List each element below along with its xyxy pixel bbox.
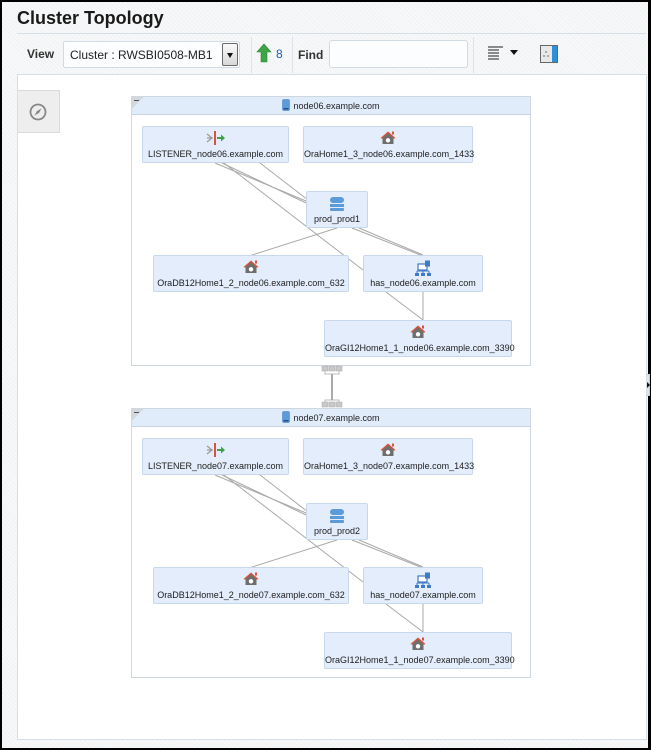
association-line-database-has [351,539,424,569]
target-label: OraHome1_3_node06.example.com_1433 [304,149,475,159]
association-line-database-has [358,539,424,568]
association-line-has-oragi [385,291,424,321]
layout-menu-icon [488,46,518,60]
association-line-listener-database [259,162,309,201]
target-node-oragi[interactable]: OraGI12Home1_1_node07.example.com_3390 [324,632,515,669]
compass-icon [29,103,47,121]
target-label: has_node06.example.com [370,278,476,288]
target-node-has[interactable]: has_node06.example.com [363,255,483,292]
association-line-listener-database [221,474,307,516]
oracle-home-icon [304,131,472,146]
listener-icon [143,131,288,146]
database-icon [307,508,367,523]
association-line-database-has [358,227,424,256]
target-label: has_node07.example.com [370,590,476,600]
target-label: OraDB12Home1_2_node06.example.com_632 [157,278,345,288]
overview-button[interactable] [18,90,60,133]
database-icon [307,196,367,211]
oracle-home-icon [154,572,348,587]
target-label: OraDB12Home1_2_node07.example.com_632 [157,590,345,600]
listener-icon [143,443,288,458]
oracle-home-icon [154,260,348,275]
view-select-value: Cluster : RWSBI0508-MB1 [70,48,213,62]
host-group-header: node06.example.com [132,97,530,115]
target-label: OraGI12Home1_1_node07.example.com_3390 [325,655,515,665]
target-label: prod_prod2 [313,526,361,536]
interconnect-switch-icon [321,365,343,408]
association-line-database-oradb [248,227,338,257]
target-node-database[interactable]: prod_prod2 [306,503,368,540]
host-group-header: node07.example.com [132,409,530,427]
collapse-group-button[interactable] [132,97,144,109]
target-node-orahome[interactable]: OraHome1_3_node06.example.com_1433 [303,126,475,163]
toolbar-divider [251,37,252,73]
association-line-listener-database [214,162,307,202]
up-level-count: 8 [276,47,283,61]
target-node-oradb[interactable]: OraDB12Home1_2_node06.example.com_632 [153,255,349,292]
target-node-oradb[interactable]: OraDB12Home1_2_node07.example.com_632 [153,567,349,604]
oracle-home-icon [304,443,472,458]
association-line-listener-database [259,474,309,513]
export-button[interactable] [540,45,558,63]
up-arrow-icon [256,43,272,63]
server-icon [282,99,291,111]
go-up-button[interactable]: 8 [256,43,290,65]
association-line-database-oradb [248,539,338,569]
association-line-database-has [351,227,424,257]
target-label: prod_prod1 [313,214,361,224]
page-title: Cluster Topology [17,8,164,28]
oracle-home-icon [325,325,511,340]
association-line-has-oragi [385,603,424,633]
target-label: LISTENER_node07.example.com [147,461,284,471]
toolbar: View Cluster : RWSBI0508-MB1 8 Find [2,36,648,74]
association-line-listener-database [221,162,307,204]
target-node-listener[interactable]: LISTENER_node06.example.com [142,126,289,163]
network-hierarchy-icon [364,260,482,276]
cluster-interconnect[interactable] [320,365,344,409]
toolbar-divider [292,37,293,73]
toolbar-divider [473,37,474,73]
find-input[interactable] [329,40,468,68]
target-node-database[interactable]: prod_prod1 [306,191,368,228]
target-label: OraHome1_3_node07.example.com_1433 [304,461,475,471]
find-label: Find [298,48,324,62]
export-icon [540,45,558,63]
target-node-oragi[interactable]: OraGI12Home1_1_node06.example.com_3390 [324,320,515,357]
target-label: LISTENER_node06.example.com [147,149,284,159]
target-node-orahome[interactable]: OraHome1_3_node07.example.com_1433 [303,438,475,475]
host-title: node06.example.com [132,99,530,111]
layout-menu-button[interactable] [486,44,522,64]
target-node-has[interactable]: has_node07.example.com [363,567,483,604]
view-select[interactable]: Cluster : RWSBI0508-MB1 [63,41,240,68]
network-hierarchy-icon [364,572,482,588]
collapse-group-button[interactable] [132,409,144,421]
oracle-home-icon [325,637,511,652]
view-label: View [27,47,55,61]
server-icon [282,411,291,423]
host-name: node07.example.com [293,413,380,423]
chevron-down-icon[interactable] [222,43,238,66]
host-title: node07.example.com [132,411,530,423]
host-name: node06.example.com [293,101,380,111]
title-divider [17,33,646,34]
target-label: OraGI12Home1_1_node06.example.com_3390 [325,343,515,353]
association-line-listener-database [214,474,307,514]
target-node-listener[interactable]: LISTENER_node07.example.com [142,438,289,475]
